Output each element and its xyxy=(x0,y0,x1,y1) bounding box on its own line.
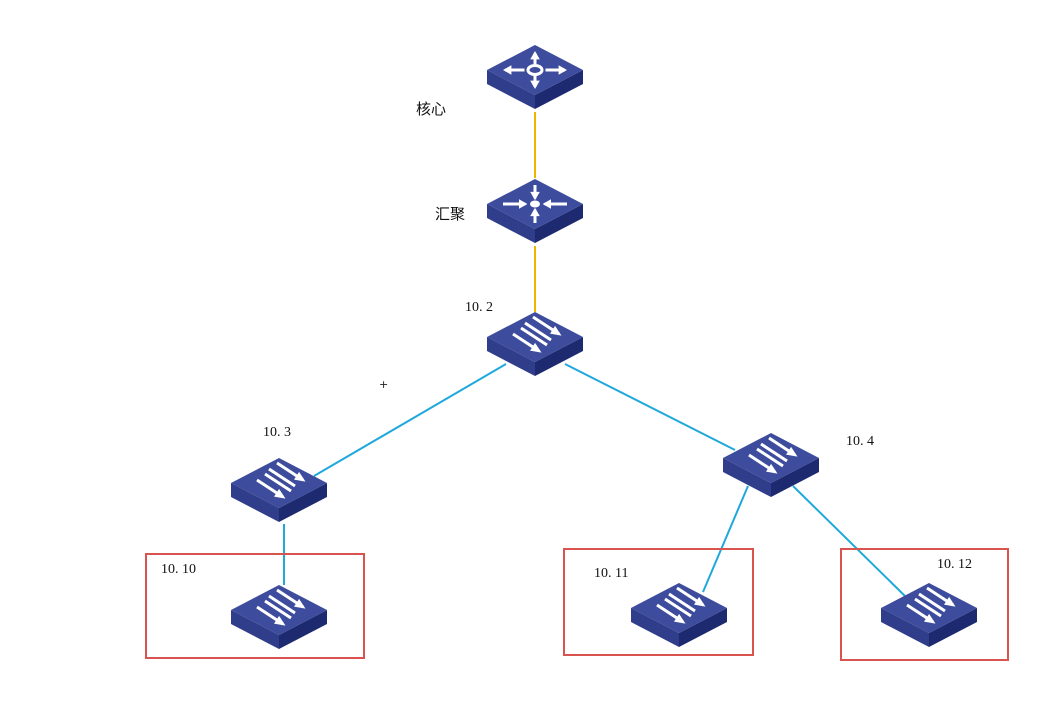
highlight-box-10-10 xyxy=(145,553,365,659)
device-sw104[interactable] xyxy=(723,433,819,497)
node-label-core: 核心 xyxy=(416,100,447,118)
node-label-10-2: 10. 2 xyxy=(465,300,493,315)
device-sw1010[interactable] xyxy=(231,585,327,649)
link-sw104-sw1011 xyxy=(702,485,749,593)
link-sw102-sw103 xyxy=(313,363,507,477)
device-sw1012[interactable] xyxy=(881,583,977,647)
node-label-10-4: 10. 4 xyxy=(846,434,874,449)
crosshair-cursor-icon: + xyxy=(379,378,389,391)
device-sw1011[interactable] xyxy=(631,583,727,647)
node-label-aggregation: 汇聚 xyxy=(435,205,466,223)
highlight-box-10-11 xyxy=(563,548,754,656)
device-core[interactable] xyxy=(487,45,583,109)
node-label-10-10: 10. 10 xyxy=(161,562,196,577)
node-label-10-3: 10. 3 xyxy=(263,425,291,440)
access-switch-icon xyxy=(631,583,727,647)
aggregation-switch-icon xyxy=(487,179,583,243)
node-label-10-12: 10. 12 xyxy=(937,557,972,572)
node-label-10-11: 10. 11 xyxy=(594,566,629,581)
access-switch-icon xyxy=(231,458,327,522)
access-switch-icon xyxy=(723,433,819,497)
device-agg[interactable] xyxy=(487,179,583,243)
link-sw104-sw1012 xyxy=(792,485,907,598)
access-switch-icon xyxy=(881,583,977,647)
link-sw102-sw104 xyxy=(564,363,736,451)
highlight-box-10-12 xyxy=(840,548,1009,661)
device-sw102[interactable] xyxy=(487,312,583,376)
core-router-icon xyxy=(487,45,583,109)
access-switch-icon xyxy=(231,585,327,649)
access-switch-icon xyxy=(487,312,583,376)
device-sw103[interactable] xyxy=(231,458,327,522)
